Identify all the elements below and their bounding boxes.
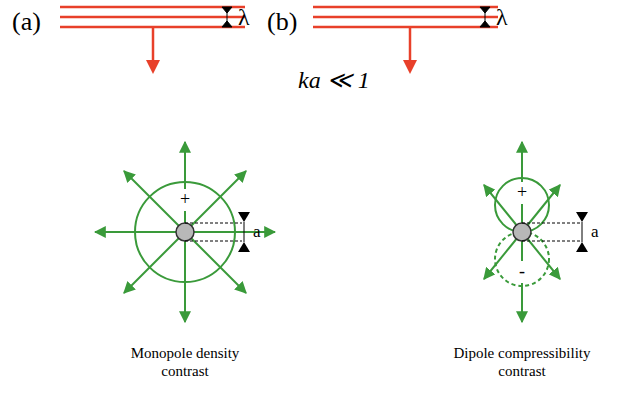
- size-label: a: [253, 222, 261, 242]
- size-leader: [522, 223, 580, 241]
- caption-text: Dipole compressibility contrast: [437, 344, 607, 380]
- panel-letter: (a): [12, 6, 41, 37]
- condition-label: ka ≪ 1: [298, 66, 370, 95]
- particle: [513, 223, 531, 241]
- size-bracket: [238, 212, 250, 252]
- size-leader: [185, 223, 242, 241]
- particle: [176, 223, 194, 241]
- wavelength-bracket: [222, 7, 490, 27]
- wavelength-label: λ: [238, 3, 250, 32]
- panel-letter: (b): [267, 6, 297, 37]
- wavelength-label: λ: [496, 3, 508, 32]
- sign-label: +: [179, 189, 191, 211]
- sign-label: +: [516, 182, 528, 204]
- size-label: a: [591, 222, 599, 242]
- dipole-field: [484, 142, 560, 322]
- monopole-field: [95, 142, 275, 322]
- sign-label: -: [518, 261, 526, 283]
- size-bracket: [576, 212, 588, 252]
- caption-text: Monopole density contrast: [125, 344, 245, 380]
